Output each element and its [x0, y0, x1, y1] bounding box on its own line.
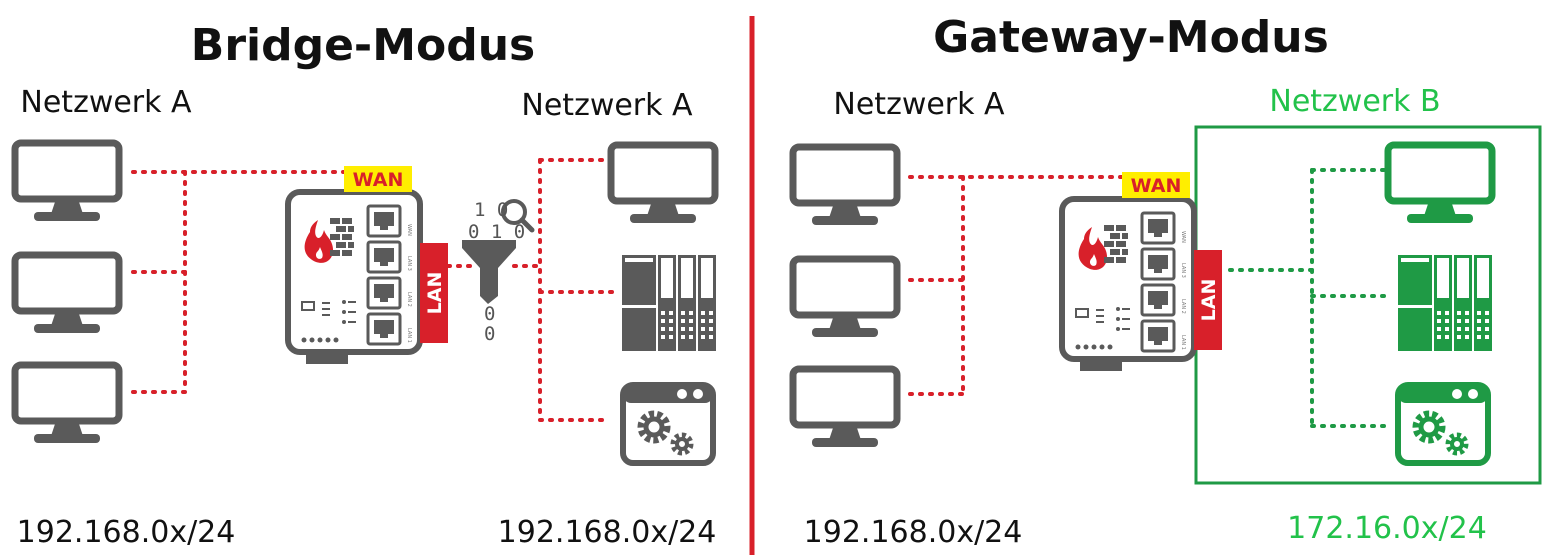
- monitor-icon: [793, 369, 897, 447]
- app-gear-icon: [623, 385, 713, 463]
- gateway-wan-label: WAN: [1131, 175, 1182, 197]
- gateway-wan-tag: WAN: [1122, 172, 1190, 198]
- gateway-links-right: [1228, 168, 1394, 428]
- monitor-icon: [793, 259, 897, 337]
- filter-bits-row-2: 0 1 0: [468, 221, 525, 243]
- filter-bits-row-4: 0: [484, 323, 495, 345]
- bridge-network-right-label: Netzwerk A: [521, 88, 693, 123]
- plc-icon: [622, 255, 716, 351]
- app-gear-icon: [1398, 385, 1488, 463]
- bridge-wan-label: WAN: [353, 169, 404, 191]
- monitor-icon: [15, 143, 119, 221]
- gateway-lan-tag: LAN: [1194, 250, 1222, 350]
- gateway-mode-title: Gateway-Modus: [933, 12, 1329, 63]
- gateway-lan-label: LAN: [1198, 279, 1220, 322]
- magnifier-icon: [501, 199, 535, 233]
- monitor-icon: [611, 145, 715, 223]
- gateway-network-left-label: Netzwerk A: [833, 87, 1005, 122]
- filter-icon: [462, 240, 516, 304]
- firewall-router-icon: [288, 192, 420, 364]
- bridge-wan-tag: WAN: [344, 166, 412, 192]
- bridge-mode-title: Bridge-Modus: [191, 20, 535, 71]
- bridge-lan-label: LAN: [424, 272, 446, 315]
- monitor-icon: [15, 365, 119, 443]
- filter-bits-row-1: 1 0: [474, 199, 508, 221]
- firewall-router-icon: [1062, 199, 1194, 371]
- plc-icon: [1398, 255, 1492, 351]
- monitor-icon: [15, 255, 119, 333]
- monitor-icon: [1388, 145, 1492, 223]
- gateway-network-right-label: Netzwerk B: [1269, 84, 1440, 119]
- bridge-ip-left: 192.168.0x/24: [17, 515, 236, 550]
- bridge-ip-right: 192.168.0x/24: [498, 515, 717, 550]
- monitor-icon: [793, 147, 897, 225]
- filter-bits-row-3: 0: [484, 303, 495, 325]
- bridge-network-left-label: Netzwerk A: [20, 85, 192, 120]
- gateway-ip-left: 192.168.0x/24: [804, 515, 1023, 550]
- bridge-lan-tag: LAN: [420, 243, 448, 343]
- gateway-ip-right: 172.16.0x/24: [1287, 511, 1487, 546]
